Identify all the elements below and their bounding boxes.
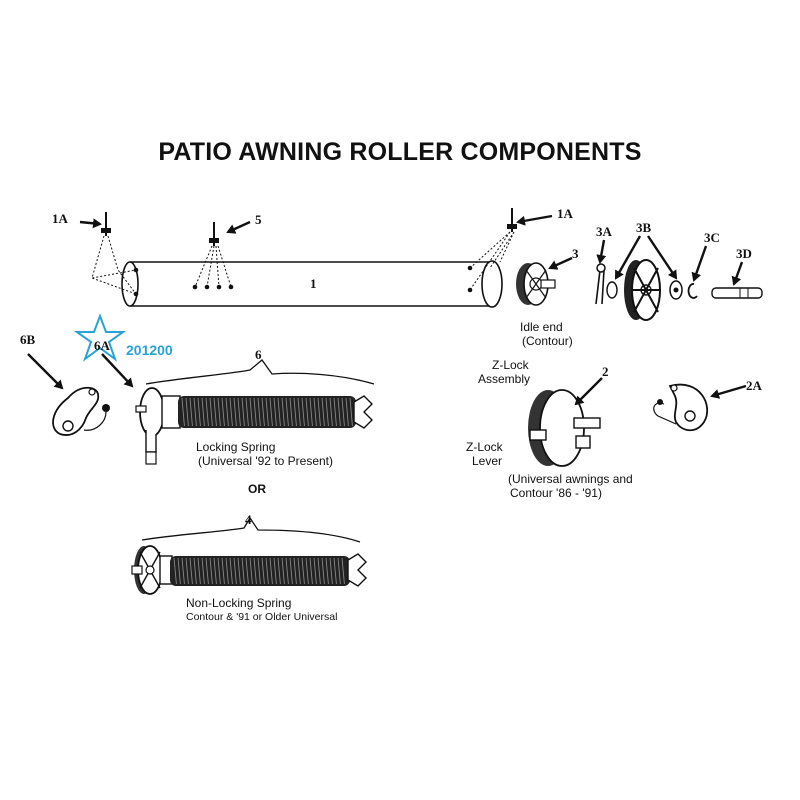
locking-spring-label-line2: (Universal '92 to Present)	[198, 454, 334, 468]
callout-3: 3	[572, 246, 579, 261]
leader-arrows	[27, 214, 747, 406]
highlight-part-number: 201200	[126, 342, 173, 358]
locking-spring-label-line1: Locking Spring	[196, 440, 276, 454]
callout-6: 6	[255, 347, 262, 362]
callout-3b: 3B	[636, 220, 652, 235]
nonlocking-spring-label-line1: Non-Locking Spring	[186, 596, 292, 610]
callout-3c: 3C	[704, 230, 720, 245]
nonlocking-spring-label-line2: Contour & '91 or Older Universal	[186, 611, 338, 623]
callout-2a: 2A	[746, 378, 762, 393]
highlight-star-icon	[73, 313, 127, 362]
idle-end-label-line2: (Contour)	[522, 334, 573, 348]
snap-ring-3c	[687, 283, 698, 299]
zlock-lever-label-line1: Z-Lock	[466, 440, 503, 454]
page-title: PATIO AWNING ROLLER COMPONENTS	[158, 138, 642, 166]
zlock-lever-label: Z-Lock Lever	[466, 440, 503, 468]
nonlocking-spring-label: Non-Locking Spring Contour & '91 or Olde…	[186, 596, 337, 624]
idle-end	[516, 262, 556, 306]
screw-1a-left	[91, 212, 137, 295]
zlock-assembly	[528, 389, 601, 467]
or-label: OR	[248, 482, 266, 496]
universal-awnings-label-line2: Contour '86 - '91)	[510, 486, 602, 500]
lever-2a	[653, 383, 709, 432]
roller-tube	[121, 260, 503, 308]
callout-3d: 3D	[736, 246, 752, 261]
lever-6b	[52, 386, 110, 436]
wheel-3b	[606, 259, 683, 321]
callout-3a: 3A	[596, 224, 612, 239]
callout-1a-right: 1A	[557, 206, 573, 221]
screw-1a-right	[469, 208, 517, 291]
cotter-pin-3a	[595, 263, 606, 305]
locking-spring	[135, 359, 375, 465]
callout-2: 2	[602, 364, 609, 379]
universal-awnings-label-line1: (Universal awnings and	[508, 472, 633, 486]
zlock-assembly-label-line2: Assembly	[478, 372, 531, 386]
callout-4: 4	[245, 512, 252, 527]
idle-end-label: Idle end (Contour)	[520, 320, 573, 348]
callout-6b: 6B	[20, 332, 36, 347]
callout-5: 5	[255, 212, 262, 227]
zlock-assembly-label: Z-Lock Assembly	[478, 358, 530, 386]
callout-1: 1	[310, 276, 317, 291]
universal-awnings-label: (Universal awnings and Contour '86 - '91…	[508, 472, 633, 500]
callout-6a: 6A	[94, 338, 110, 353]
zlock-assembly-label-line1: Z-Lock	[492, 358, 529, 372]
callout-1a-left: 1A	[52, 211, 68, 226]
locking-spring-label: Locking Spring (Universal '92 to Present…	[196, 440, 333, 468]
idle-end-label-line1: Idle end	[520, 320, 563, 334]
axle-pin-3d	[711, 287, 763, 299]
zlock-lever-label-line2: Lever	[472, 454, 503, 468]
nonlocking-spring	[131, 516, 367, 595]
screw-5	[194, 222, 232, 288]
